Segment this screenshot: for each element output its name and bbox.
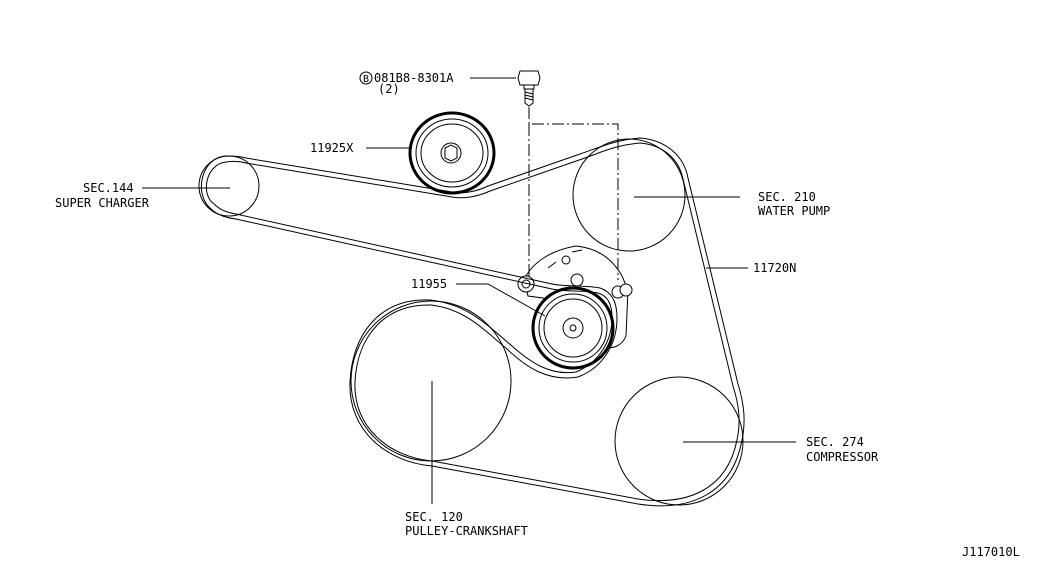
supercharger-sec-label: SEC.144 bbox=[83, 181, 134, 195]
bolt bbox=[517, 70, 541, 107]
water-pump-name-label: WATER PUMP bbox=[758, 204, 830, 218]
crankshaft-name-label: PULLEY-CRANKSHAFT bbox=[405, 524, 528, 538]
drive-belt bbox=[200, 137, 745, 507]
water-pump-sec-label: SEC. 210 bbox=[758, 190, 816, 204]
tensioner-part-label: 11955 bbox=[411, 277, 447, 291]
bolt-symbol-circle bbox=[359, 71, 373, 85]
idler-pulley bbox=[408, 111, 496, 195]
crankshaft-sec-label: SEC. 120 bbox=[405, 510, 463, 524]
bolt-part-label: 081B8-8301A bbox=[374, 71, 454, 85]
leader-lines bbox=[142, 77, 796, 504]
diagram-id: J117010L bbox=[962, 545, 1020, 559]
idler-part-label: 11925X bbox=[310, 141, 354, 155]
bolt-symbol-letter: B bbox=[363, 74, 369, 85]
belt-part-label: 11720N bbox=[753, 261, 796, 275]
leader-tensioner bbox=[456, 283, 546, 317]
compressor-pulley bbox=[614, 376, 744, 506]
bolt-locator-lines bbox=[528, 107, 619, 280]
compressor-sec-label: SEC. 274 bbox=[806, 435, 864, 449]
supercharger-name-label: SUPER CHARGER bbox=[55, 196, 150, 210]
tensioner-assembly bbox=[517, 245, 633, 370]
bolt-qty-label: (2) bbox=[378, 82, 400, 96]
compressor-name-label: COMPRESSOR bbox=[806, 450, 879, 464]
